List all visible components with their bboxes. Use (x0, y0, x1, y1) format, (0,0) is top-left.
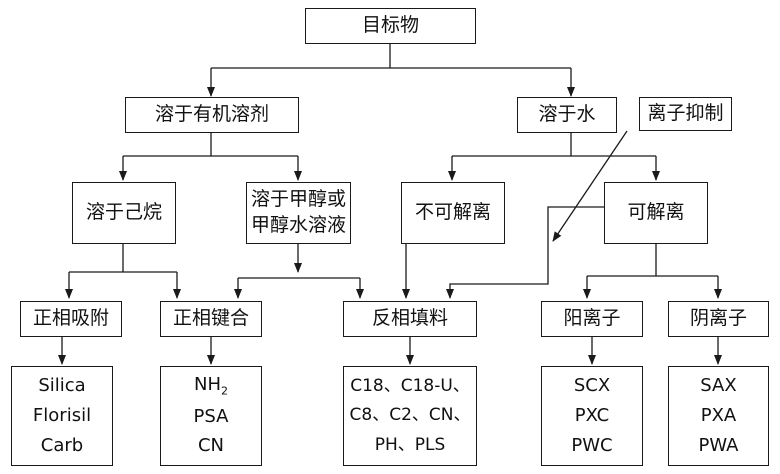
leaf-item: Silica (38, 374, 86, 396)
node-reversed-phase: 反相填料 (343, 301, 477, 337)
leaf-cation: SCX PXC PWC (541, 366, 643, 466)
leaf-normal-phase-bonded: NH2 PSA CN (160, 366, 262, 466)
leaf-item-nh2: NH2 (194, 374, 228, 398)
nh2-subscript: 2 (221, 384, 228, 398)
leaf-item: PXC (574, 404, 610, 426)
node-soluble-water: 溶于水 (517, 97, 617, 133)
node-ionizable: 可解离 (604, 182, 708, 244)
leaf-item: C18、C18-U、 (350, 375, 470, 396)
leaf-item: SAX (700, 374, 737, 396)
leaf-item: SCX (573, 374, 611, 396)
node-target: 目标物 (305, 8, 476, 44)
connector (446, 206, 604, 299)
leaf-item: PSA (193, 405, 229, 427)
nh2-base: NH (194, 374, 221, 396)
leaf-item: CN (197, 435, 225, 457)
node-normal-phase-adsorption: 正相吸附 (20, 301, 122, 337)
node-soluble-methanol-line2: 甲醇水溶液 (250, 214, 346, 237)
leaf-anion: SAX PXA PWA (668, 366, 769, 466)
node-anion: 阴离子 (668, 301, 769, 337)
leaf-item: Florisil (32, 404, 92, 426)
leaf-reversed-phase: C18、C18-U、 C8、C2、CN、 PH、PLS (343, 366, 477, 466)
leaf-item: PXA (700, 404, 737, 426)
leaf-item: PWA (698, 434, 739, 456)
node-cation: 阳离子 (541, 301, 643, 337)
node-soluble-methanol-line1: 溶于甲醇或 (250, 187, 346, 210)
leaf-item: Carb (40, 434, 84, 456)
connector (552, 130, 628, 242)
leaf-item: PH、PLS (374, 435, 446, 456)
leaf-item: PWC (571, 434, 613, 456)
node-soluble-hexane: 溶于己烷 (72, 182, 176, 244)
leaf-normal-phase-adsorption: Silica Florisil Carb (11, 366, 113, 466)
node-soluble-methanol: 溶于甲醇或 甲醇水溶液 (246, 182, 351, 244)
node-soluble-organic: 溶于有机溶剂 (125, 97, 299, 133)
node-non-ionizable: 不可解离 (401, 182, 505, 244)
leaf-item: C8、C2、CN、 (349, 405, 471, 426)
node-normal-phase-bonded: 正相键合 (160, 301, 262, 337)
node-ion-suppression: 离子抑制 (639, 97, 732, 131)
